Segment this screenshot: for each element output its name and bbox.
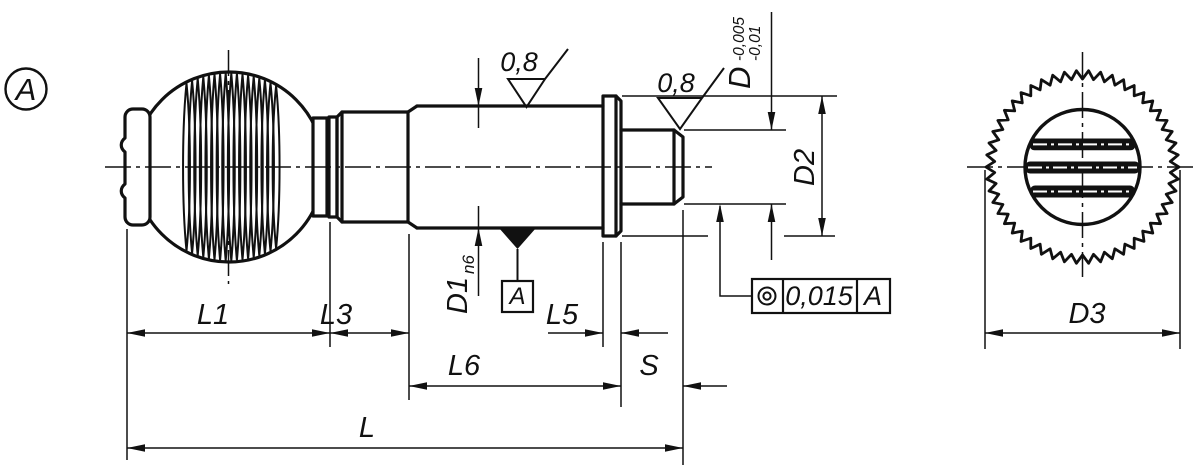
dim-label-D-tol-upper: -0,005 — [731, 17, 748, 61]
dim-label-D1-group: D1 n6 — [442, 255, 478, 314]
datum-triangle-icon — [499, 228, 536, 249]
side-view — [105, 50, 712, 284]
roughness-value-pin: 0,8 — [657, 68, 695, 98]
fcf-tolerance: 0,015 — [785, 281, 854, 311]
flange — [601, 94, 623, 238]
dim-label-L5: L5 — [546, 299, 579, 331]
dim-label-D-group: D -0,005 -0,01 — [722, 17, 764, 89]
grip-slot-top — [1029, 138, 1136, 151]
dim-label-D1: D1 — [442, 277, 474, 314]
extension-lines — [126, 95, 1181, 465]
roughness-value-body: 0,8 — [500, 47, 538, 77]
dim-label-D: D — [722, 67, 757, 89]
dim-label-D-tol-lower: -0,01 — [747, 26, 764, 61]
dimensions: L1 L3 L5 L6 S L D3 D1 n6 D2 D -0,005 -0,… — [126, 12, 1181, 465]
dim-label-D2: D2 — [789, 149, 821, 186]
dim-label-L6: L6 — [448, 350, 481, 382]
concentricity-symbol-icon — [757, 286, 777, 306]
dim-label-L3: L3 — [320, 299, 352, 331]
grip-slots — [1025, 138, 1140, 198]
datum-box — [500, 279, 535, 314]
dim-label-L: L — [359, 412, 375, 444]
roughness-symbol-body: 0,8 — [500, 47, 569, 109]
datum-letter: A — [507, 283, 525, 310]
dim-label-D2-group: D2 — [789, 149, 821, 186]
datum-feature-symbol: A — [499, 228, 536, 314]
dim-label-D1-fit: n6 — [459, 255, 478, 274]
arrowheads — [127, 88, 1180, 452]
body-taper — [406, 104, 419, 230]
dim-label-D3: D3 — [1068, 298, 1105, 330]
feature-control-frame: 0,015 A — [719, 206, 892, 315]
roughness-symbol-pin: 0,8 — [656, 67, 725, 131]
dim-label-S: S — [639, 350, 659, 382]
fcf-frame — [750, 277, 892, 315]
knurl-lines — [182, 73, 281, 261]
grip-slot-bottom — [1030, 185, 1135, 198]
fcf-leader — [719, 206, 752, 297]
fcf-datum: A — [862, 281, 882, 311]
surface-finish-symbols: 0,8 0,8 — [500, 47, 725, 131]
end-view — [967, 52, 1196, 277]
detail-view-label: A — [4, 67, 48, 111]
detail-label-letter: A — [14, 72, 37, 107]
detail-label-circle — [4, 67, 48, 111]
end-cap — [119, 107, 152, 227]
dim-label-L1: L1 — [197, 299, 229, 331]
